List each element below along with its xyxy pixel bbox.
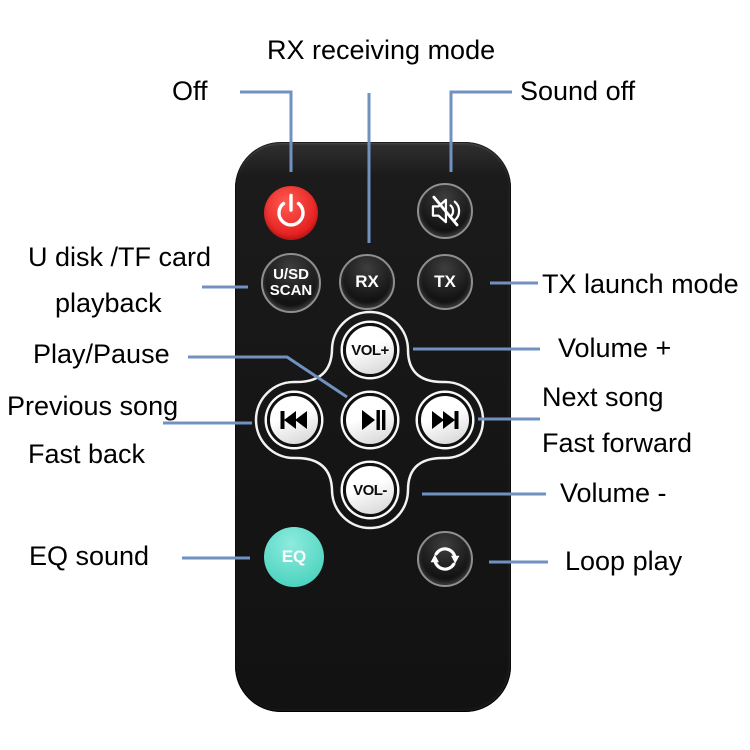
tx-button-label: TX	[434, 272, 456, 291]
label-volume-plus: Volume +	[558, 333, 672, 363]
label-loop-play: Loop play	[565, 546, 683, 576]
next-track-icon	[432, 411, 459, 429]
play-pause-button	[343, 393, 397, 447]
label-fast-back: Fast back	[28, 439, 146, 469]
rx-button-label: RX	[355, 272, 379, 291]
eq-button-label: EQ	[281, 547, 307, 566]
label-play-pause: Play/Pause	[33, 339, 170, 369]
mute-button	[417, 183, 473, 239]
play-pause-icon	[362, 410, 386, 430]
mute-icon	[431, 195, 461, 227]
tx-button: TX	[417, 254, 473, 310]
previous-track-icon	[280, 411, 307, 429]
usd-scan-button: U/SD SCAN	[261, 253, 321, 313]
label-u-disk-tf-card: U disk /TF card	[28, 242, 212, 272]
loop-icon	[430, 547, 460, 571]
power-icon	[277, 193, 305, 227]
loop-button	[417, 531, 473, 587]
volume-down-label: VOL-	[353, 481, 387, 499]
label-previous-song: Previous song	[7, 391, 179, 421]
label-playback: playback	[55, 288, 162, 318]
volume-up-label: VOL+	[351, 341, 389, 359]
label-rx-receiving-mode: RX receiving mode	[267, 35, 496, 65]
label-sound-off: Sound off	[520, 76, 636, 106]
volume-up-button: VOL+	[343, 323, 397, 377]
label-off: Off	[172, 76, 208, 106]
power-button	[264, 186, 318, 240]
label-fast-forward: Fast forward	[542, 428, 693, 458]
eq-button: EQ	[264, 527, 324, 587]
label-eq-sound: EQ sound	[29, 541, 150, 571]
label-volume-minus: Volume -	[560, 478, 667, 508]
previous-song-button	[267, 393, 321, 447]
usd-scan-label-line1: U/SD	[273, 266, 309, 283]
usd-scan-label-line2: SCAN	[269, 282, 313, 299]
label-tx-launch-mode: TX launch mode	[542, 269, 739, 299]
next-song-button	[418, 393, 472, 447]
rx-button: RX	[339, 254, 395, 310]
volume-down-button: VOL-	[343, 463, 397, 517]
label-next-song: Next song	[542, 382, 664, 412]
